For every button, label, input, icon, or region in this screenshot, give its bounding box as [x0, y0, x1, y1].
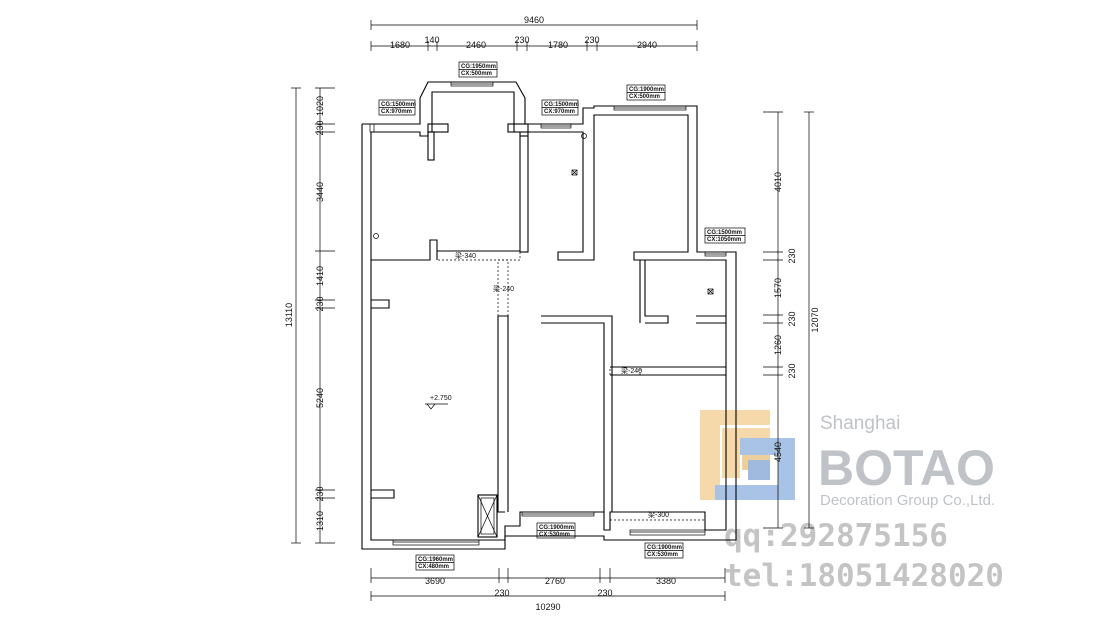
svg-text:CG:1500mm: CG:1500mm [381, 102, 416, 108]
svg-text:CX:500mm: CX:500mm [461, 71, 492, 77]
window-tag: CG:1900mm CX:530mm [644, 542, 684, 559]
floor-drain-icon [571, 169, 578, 176]
interior-walls [371, 123, 726, 513]
dim-left-total: 13110 [284, 303, 294, 327]
dim-bottom-wall-2: 230 [597, 588, 612, 598]
window-tag: CG:1960mm CX:480mm [415, 554, 455, 571]
dim-right-2: 230 [787, 248, 797, 263]
watermark-company: Decoration Group Co.,Ltd. [820, 492, 995, 509]
dim-top-2: 140 [424, 35, 439, 45]
elevation-mark-icon [425, 403, 448, 410]
dim-bottom-1: 3690 [425, 576, 445, 586]
dim-bottom-total: 10290 [535, 602, 560, 612]
dim-left-3: 3440 [315, 182, 325, 202]
dim-bottom-2: 2760 [545, 576, 565, 586]
dim-left-8: 1310 [315, 511, 325, 531]
dim-left-5: 230 [315, 296, 325, 311]
svg-text:CX:970mm: CX:970mm [544, 109, 575, 115]
pipe-icon [581, 133, 587, 139]
dim-left-7: 230 [315, 486, 325, 501]
dim-left-6: 5240 [315, 388, 325, 408]
svg-text:CX:530mm: CX:530mm [647, 552, 678, 558]
window-tag: CG:1500mm CX:970mm [541, 99, 579, 116]
watermark-qq: qq:292875156 [724, 518, 948, 554]
svg-text:CX:480mm: CX:480mm [418, 564, 449, 570]
window-tag: CG:1950mm CX:500mm [458, 61, 498, 78]
dim-left-4: 1410 [315, 266, 325, 286]
elevation-label: +2.750 [430, 395, 452, 402]
window-tag: CG:1900mm CX:530mm [536, 522, 576, 539]
dim-top-7: 2940 [637, 40, 657, 50]
dim-right-5: 1260 [773, 335, 783, 355]
dim-top-6: 230 [584, 35, 599, 45]
beam-label: 梁-300 [648, 510, 669, 519]
dim-top-5: 1780 [548, 40, 568, 50]
botao-logo-icon [700, 410, 795, 500]
window-tag: CG:1500mm CX:970mm [378, 99, 416, 116]
svg-text:CG:1960mm: CG:1960mm [418, 557, 453, 563]
shaft-icon [477, 494, 498, 538]
beam-label: 梁-240 [493, 284, 514, 293]
beam-lines [436, 250, 706, 521]
beam-label: 梁-340 [455, 251, 476, 260]
right-dimension-lines [763, 111, 814, 529]
dim-top-3: 2460 [466, 40, 486, 50]
left-dimension-lines [291, 87, 335, 544]
dim-right-6: 230 [787, 363, 797, 378]
svg-text:CG:1950mm: CG:1950mm [461, 64, 496, 70]
svg-text:CG:1900mm: CG:1900mm [647, 545, 682, 551]
svg-text:CX:1050mm: CX:1050mm [707, 237, 741, 243]
beam-label: 梁-240 [621, 366, 642, 375]
dim-left-1: 1020 [315, 96, 325, 116]
svg-text:CG:1900mm: CG:1900mm [629, 87, 664, 93]
bottom-dimension-lines [370, 568, 726, 601]
svg-text:CG:1500mm: CG:1500mm [707, 230, 742, 236]
svg-text:CX:970mm: CX:970mm [381, 109, 412, 115]
dim-right-7: 4540 [773, 442, 783, 462]
dim-right-3: 1570 [773, 278, 783, 298]
svg-text:CX:500mm: CX:500mm [629, 94, 660, 100]
dim-top-4: 230 [514, 35, 529, 45]
dim-bottom-3: 3380 [656, 576, 676, 586]
window-tag: CG:1900mm CX:500mm [626, 84, 666, 101]
windows [369, 81, 727, 546]
dim-top-total: 9460 [524, 15, 544, 25]
watermark-tel: tel:18051428020 [724, 558, 1004, 594]
watermark-city: Shanghai [820, 413, 900, 434]
pipe-icon [373, 233, 379, 239]
svg-text:CG:1900mm: CG:1900mm [539, 525, 574, 531]
watermark-brand: BOTAO [818, 440, 995, 496]
dim-top-1: 1680 [390, 40, 410, 50]
dim-right-4: 230 [787, 311, 797, 326]
dim-bottom-wall-1: 230 [494, 588, 509, 598]
dim-right-total: 12070 [810, 307, 820, 332]
svg-text:CX:530mm: CX:530mm [539, 532, 570, 538]
floor-drain-icon [707, 288, 714, 295]
dim-right-1: 4010 [773, 172, 783, 192]
svg-text:CG:1500mm: CG:1500mm [544, 102, 579, 108]
dim-left-2: 230 [315, 120, 325, 135]
top-dimension-lines [370, 20, 698, 51]
window-tag: CG:1500mm CX:1050mm [704, 227, 746, 244]
